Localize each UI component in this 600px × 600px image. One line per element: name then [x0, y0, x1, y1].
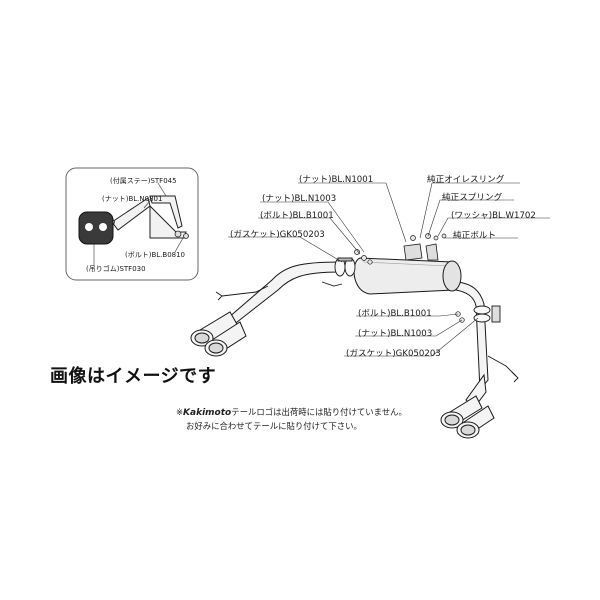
note-prefix: ※ — [176, 407, 184, 417]
right-tail-tips — [440, 395, 495, 439]
rubber-hanger-icon — [78, 211, 114, 245]
flange-left — [334, 257, 356, 277]
tail-logo-note-line1: ※Kakimotoテールロゴは出荷時には貼り付けていません。 — [176, 406, 407, 418]
inset-label-rubber: (吊りゴム)STF030 — [86, 265, 146, 273]
tail-logo-note-line2: お好みに合わせてテールに貼り付けて下さい。 — [186, 421, 362, 431]
callout-lower-nut-n1003: (ナット)BL.N1003 — [358, 329, 433, 339]
callout-leaders — [228, 182, 550, 357]
callout-lower-bolt-b1001: (ボルト)BL.B1001 — [358, 309, 432, 319]
upper-flange-hardware — [354, 233, 447, 265]
callout-spring: 純正スプリング — [442, 193, 503, 203]
inset-label-bolt: (ボルト)BL.B0810 — [125, 251, 186, 259]
hanger-rods — [215, 281, 519, 383]
lower-flange-hardware — [455, 311, 465, 323]
callout-lower-gasket-gk050203: (ガスケット)GK050203 — [346, 349, 441, 359]
muffler — [353, 243, 462, 295]
callout-gasket-gk050203: (ガスケット)GK050203 — [230, 230, 325, 240]
note-line1-text: テールロゴは出荷時には貼り付けていません。 — [231, 407, 407, 417]
callout-oem-bolt: 純正ボルト — [453, 231, 496, 241]
inset-label-nut: (ナット)BL.N0801 — [102, 195, 163, 203]
brand-logo: Kakimoto — [183, 408, 232, 418]
callout-washer-w1702: (ワッシャ)BL.W1702 — [451, 211, 536, 221]
hanger-inset — [65, 167, 199, 281]
callout-bolt-b1001: (ボルト)BL.B1001 — [260, 211, 334, 221]
callout-oiles-ring: 純正オイレスリング — [427, 175, 505, 185]
callout-nut-n1003: (ナット)BL.N1003 — [262, 194, 337, 204]
flange-right — [473, 305, 501, 323]
callout-nut-n1001: (ナット)BL.N1001 — [299, 175, 374, 185]
inset-label-stay: (付属ステー)STF045 — [110, 177, 177, 185]
left-tail-tips — [190, 311, 247, 357]
image-note-caption: 画像はイメージです — [50, 366, 217, 387]
